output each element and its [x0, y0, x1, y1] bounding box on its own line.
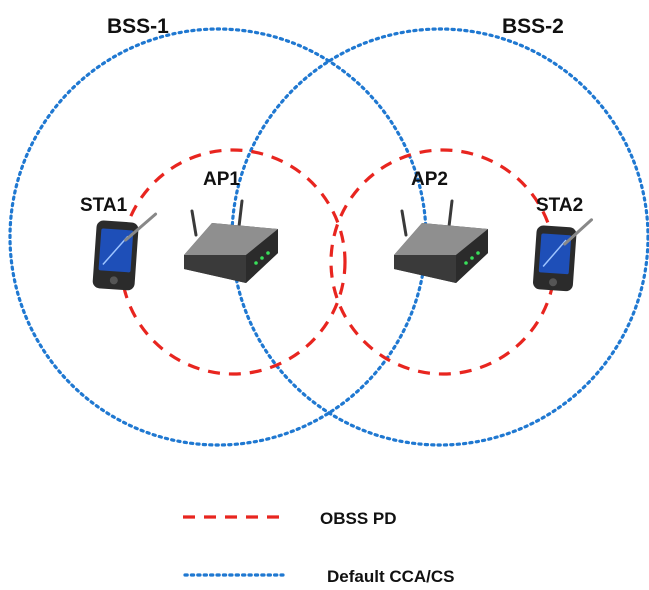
bss1-obss-pd-circle: [119, 148, 347, 376]
sta1-pda-icon: [92, 212, 158, 291]
bss2-label: BSS-2: [502, 15, 564, 38]
sta2-label: STA2: [536, 195, 583, 216]
legend: OBSS PD Default CCA/CS: [183, 509, 455, 586]
legend-default-cca-label: Default CCA/CS: [327, 567, 455, 586]
ap2-router-icon: [394, 199, 488, 283]
legend-obss-pd-label: OBSS PD: [320, 509, 397, 528]
sta1-label: STA1: [80, 195, 128, 216]
sta2-pda-icon: [533, 218, 593, 292]
ap2-label: AP2: [411, 169, 448, 190]
ap1-label: AP1: [203, 169, 240, 190]
bss1-label: BSS-1: [107, 15, 169, 38]
ap1-router-icon: [184, 199, 278, 283]
